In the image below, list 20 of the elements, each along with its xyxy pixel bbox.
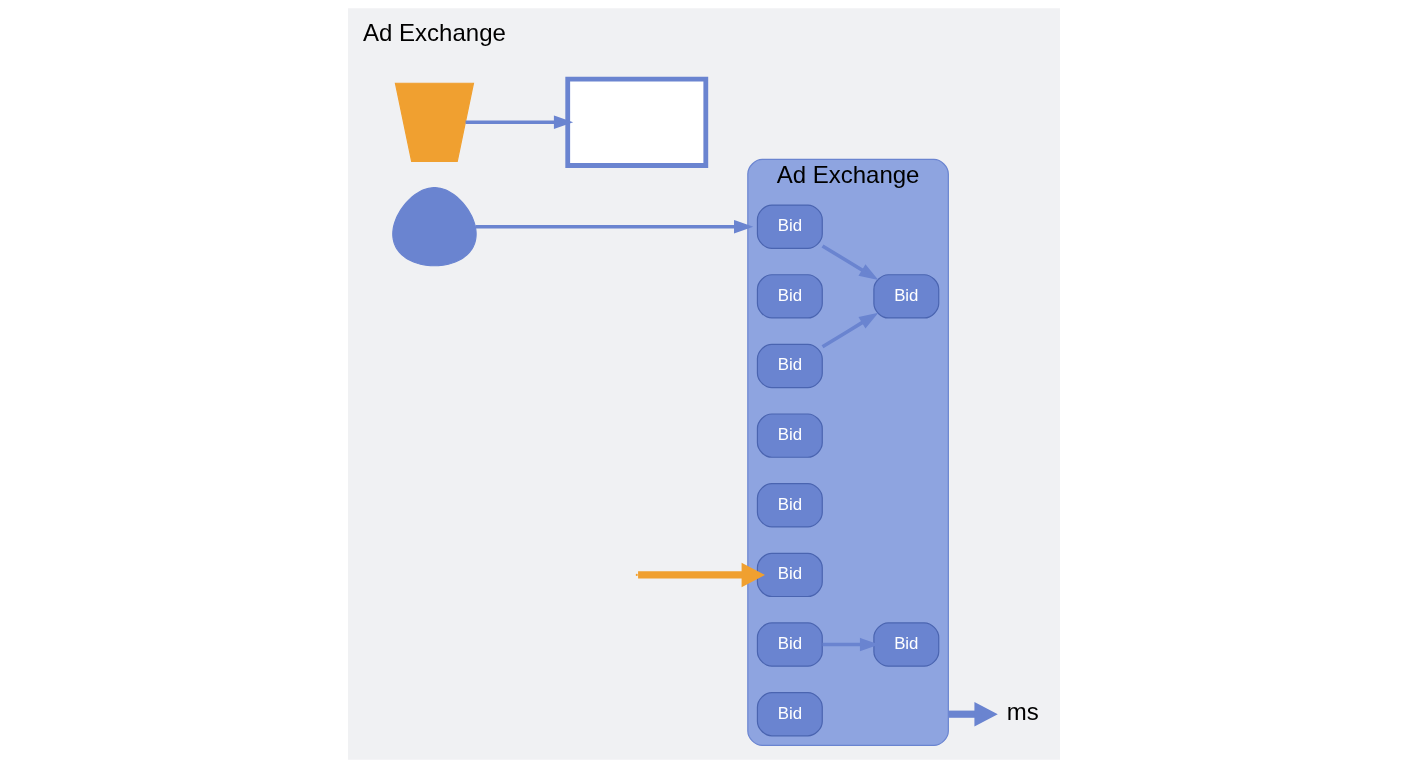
arrow [821, 312, 879, 349]
node-person [392, 187, 477, 267]
node-box: Bid [756, 552, 823, 598]
node-box: Bid [756, 483, 823, 528]
node-box: Bid [873, 622, 940, 667]
node-trophy [394, 82, 475, 162]
arrow [465, 115, 574, 129]
node-box: Bid [756, 204, 823, 249]
node-box: Bid [756, 343, 823, 389]
node-box: Bid [756, 413, 823, 458]
label: Ad Exchange [363, 18, 506, 46]
node-laptop [565, 76, 709, 168]
node-box: Bid [756, 691, 823, 737]
arrow [948, 701, 998, 727]
node-text: ms [1006, 698, 1039, 726]
arrow [475, 219, 754, 234]
node-box: Bid [873, 274, 940, 319]
node-box: Bid [756, 274, 823, 319]
node-box: Bid [756, 622, 823, 667]
arrow [821, 244, 879, 281]
